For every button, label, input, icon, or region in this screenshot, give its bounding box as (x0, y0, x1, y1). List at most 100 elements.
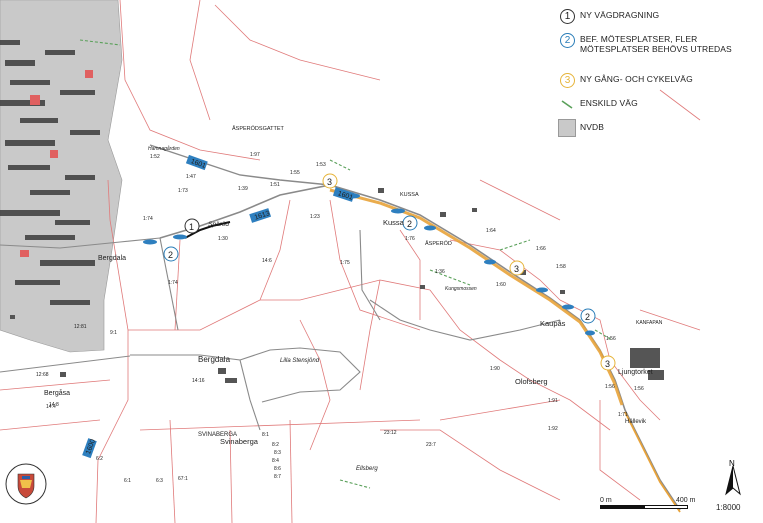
svg-text:1:52: 1:52 (150, 154, 160, 160)
road-badge-1601: 1601 (185, 154, 208, 171)
svg-text:1:76: 1:76 (405, 236, 415, 242)
svg-text:14:16: 14:16 (192, 378, 205, 384)
svg-text:2: 2 (407, 219, 412, 229)
main-road (159, 184, 681, 511)
marker-2-kaupas: 2 (580, 308, 596, 324)
svg-text:23:7: 23:7 (426, 442, 436, 448)
svg-text:8:4: 8:4 (272, 458, 279, 464)
svg-text:1:58: 1:58 (556, 264, 566, 270)
svg-text:1:92: 1:92 (548, 426, 558, 432)
svg-text:1600: 1600 (85, 438, 97, 455)
svg-text:1:66: 1:66 (536, 246, 546, 252)
marker-1-icon: 1 (560, 9, 575, 24)
marker-3-north: 3 (322, 173, 338, 189)
svg-text:8:7: 8:7 (274, 474, 281, 480)
svg-text:1:51: 1:51 (270, 182, 280, 188)
svg-text:1:74: 1:74 (143, 216, 153, 222)
svg-text:1:91: 1:91 (548, 398, 558, 404)
svg-text:1:30: 1:30 (218, 236, 228, 242)
municipality-seal (5, 463, 47, 505)
svg-text:67:1: 67:1 (178, 476, 188, 482)
svg-text:1:36: 1:36 (435, 269, 445, 275)
svg-text:1:39: 1:39 (238, 186, 248, 192)
svg-text:1601: 1601 (337, 190, 354, 202)
legend-item-nvdb: NVDB (558, 119, 758, 140)
marker-3-icon: 3 (560, 73, 575, 88)
cycle-path-bottom (624, 411, 681, 513)
svg-text:12:68: 12:68 (36, 372, 49, 378)
marker-2-west: 2 (163, 246, 179, 262)
place-kussa: Kussa (383, 218, 405, 227)
svg-text:6:2: 6:2 (96, 456, 103, 462)
village-buildings (10, 188, 664, 383)
passing-places (143, 193, 595, 336)
cycle-path (329, 188, 624, 406)
svg-text:2: 2 (168, 250, 173, 260)
legend-label: NY GÅNG- OCH CYKELVÄG (580, 74, 693, 84)
legend-item-passing-places: 2 BEF. MÖTESPLATSER, FLER MÖTESPLATSER B… (558, 32, 758, 68)
scale-bar (600, 497, 695, 509)
svg-text:1:23: 1:23 (310, 214, 320, 220)
scale-start-label: 0 m (600, 497, 612, 504)
marker-1: 1 (184, 218, 200, 234)
svg-text:3: 3 (327, 177, 332, 187)
svg-text:1613: 1613 (254, 210, 271, 222)
parcel-numbers: 1:47 1:97 1:52 1:53 1:73 1:39 1:74 1:74 … (36, 152, 644, 484)
svg-text:8:3: 8:3 (274, 450, 281, 456)
urban-red-blocks (20, 70, 93, 257)
legend-item-private-road: ENSKILD VÄG (558, 96, 758, 116)
place-sparod: Späröd (208, 221, 229, 228)
marker-2-icon: 2 (560, 33, 575, 48)
road-badge-1600: 1601 (332, 187, 355, 202)
north-arrow-icon: N (725, 460, 741, 496)
legend-label: NY VÄGDRAGNING (580, 10, 660, 20)
place-ellsberg: Ellsberg (356, 466, 378, 472)
svg-text:N: N (729, 460, 735, 468)
marker-2-kussa: 2 (402, 215, 418, 231)
svg-text:1: 1 (189, 222, 194, 232)
svg-text:1:56: 1:56 (634, 386, 644, 392)
secondary-roads (0, 229, 561, 431)
legend-label: BEF. MÖTESPLATSER, FLER MÖTESPLATSER BEH… (580, 34, 732, 54)
svg-text:23:12: 23:12 (384, 430, 397, 436)
legend-item-cycle-path: 3 NY GÅNG- OCH CYKELVÄG (558, 72, 758, 92)
place-asperod: ÅSPERÖD (425, 240, 452, 247)
svg-text:14:6: 14:6 (262, 258, 272, 264)
svg-text:9:1: 9:1 (110, 330, 117, 336)
place-kungsmossen: Kungsmossen (445, 286, 477, 292)
svg-text:1:56: 1:56 (606, 336, 616, 342)
place-ljungtorket: Ljungtorket (618, 369, 653, 376)
svg-text:1:90: 1:90 (490, 366, 500, 372)
place-bergasa: Bergåsa (44, 389, 70, 397)
legend-item-new-road: 1 NY VÄGDRAGNING (558, 8, 758, 28)
legend-label: ENSKILD VÄG (580, 98, 638, 108)
place-bergdala-mid: Bergdala (98, 255, 126, 262)
place-lilla-stensjon: Lilla Stensjönd (280, 358, 320, 364)
svg-text:3: 3 (514, 264, 519, 274)
svg-text:8:1: 8:1 (262, 432, 269, 438)
svg-text:1:74: 1:74 (168, 280, 178, 286)
scale-ratio: 1:8000 (716, 503, 741, 512)
svg-text:6:3: 6:3 (156, 478, 163, 484)
svg-text:1:47: 1:47 (186, 174, 196, 180)
svg-text:12:81: 12:81 (74, 324, 87, 330)
svg-text:14:8: 14:8 (49, 402, 59, 408)
svg-text:1:71: 1:71 (618, 412, 628, 418)
square-gray-icon (558, 119, 576, 137)
place-kaupas: Kaupås (540, 319, 566, 328)
svg-text:1:53: 1:53 (316, 162, 326, 168)
place-svinaberga-caps: SVINABERGA (198, 432, 237, 438)
svg-text:1:73: 1:73 (178, 188, 188, 194)
place-hallevik: Hällevik (625, 419, 647, 425)
svg-text:1:60: 1:60 (496, 282, 506, 288)
road-badge-1613: 1613 (249, 208, 272, 223)
svg-text:2: 2 (585, 312, 590, 322)
svg-text:1:64: 1:64 (486, 228, 496, 234)
place-kussa-caps: KUSSA (400, 192, 419, 198)
private-roads (79, 39, 613, 489)
svg-text:1:97: 1:97 (250, 152, 260, 158)
svg-text:3: 3 (605, 359, 610, 369)
urban-buildings (0, 40, 100, 305)
line-green-icon (561, 100, 573, 109)
